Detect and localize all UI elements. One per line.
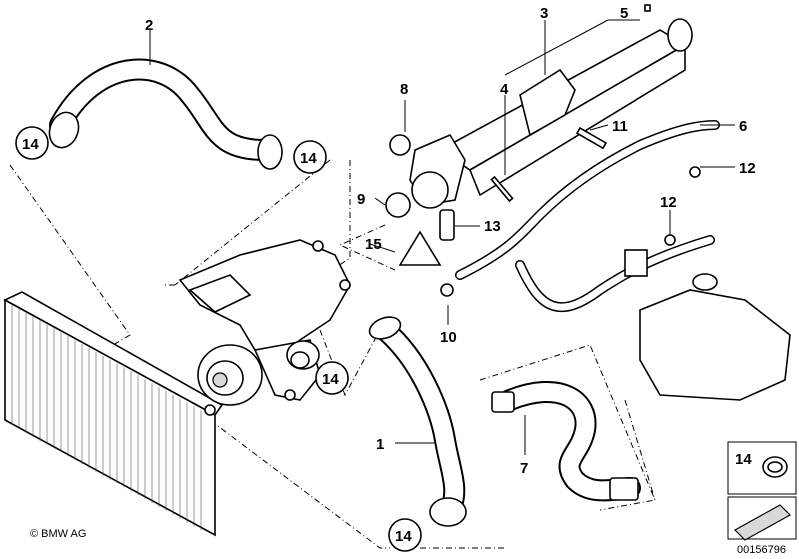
callout-7: 7 — [520, 460, 528, 477]
expansion-tank — [639, 273, 791, 401]
callout-3: 3 — [540, 5, 548, 22]
callout-12-b: 12 — [660, 194, 677, 211]
hose-7 — [491, 380, 641, 502]
callout-14-a: 14 — [22, 136, 39, 153]
copyright: © BMW AG — [30, 528, 86, 540]
callout-10: 10 — [440, 329, 457, 346]
hose-2 — [48, 58, 283, 170]
inset-label: 14 — [735, 451, 752, 468]
inset-arrow — [727, 496, 797, 541]
callout-4: 4 — [500, 81, 509, 98]
callout-15: 15 — [365, 236, 382, 253]
callout-8: 8 — [400, 81, 408, 98]
coolant-rail — [409, 18, 693, 209]
pipe-6 — [455, 120, 720, 313]
callout-2: 2 — [145, 17, 153, 34]
drawing-number: 00156796 — [737, 544, 786, 556]
callout-6: 6 — [739, 118, 747, 135]
callout-14-d: 14 — [395, 528, 412, 545]
callout-9: 9 — [357, 191, 365, 208]
radiator — [3, 291, 224, 537]
hose-1 — [368, 316, 467, 527]
callout-1: 1 — [376, 436, 384, 453]
callout-11: 11 — [612, 118, 628, 135]
clamp-callouts: 14 14 14 14 — [15, 126, 422, 552]
callouts: 2 3 4 5 6 7 8 9 10 11 12 12 13 15 1 — [145, 5, 756, 477]
callout-5: 5 — [620, 5, 628, 22]
callout-12-a: 12 — [739, 160, 756, 177]
callout-13: 13 — [484, 218, 501, 235]
water-pump — [178, 239, 351, 416]
callout-14-b: 14 — [300, 150, 317, 167]
small-parts — [385, 4, 701, 297]
callout-14-c: 14 — [322, 371, 339, 388]
inset-clamp: 14 — [727, 441, 797, 495]
leader-lines — [149, 19, 735, 455]
